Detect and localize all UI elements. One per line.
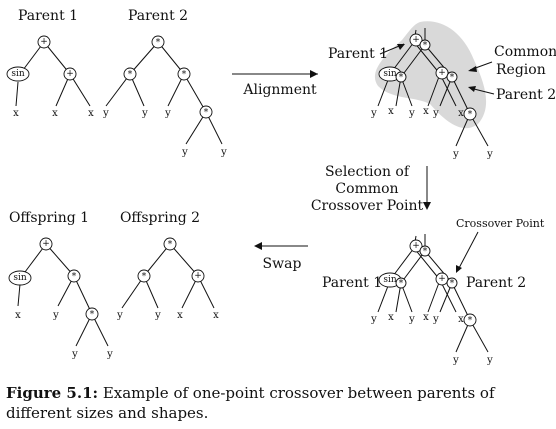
svg-text:y: y: [106, 349, 113, 360]
parent1-tree: + sin + x x x: [6, 35, 94, 119]
svg-text:y: y: [408, 314, 415, 325]
svg-text:sin: sin: [383, 275, 396, 285]
selection-label-2: Common: [335, 181, 398, 197]
svg-text:y: y: [486, 355, 493, 366]
common-region-label-2: Region: [496, 62, 546, 78]
svg-text:sin: sin: [383, 69, 396, 79]
svg-text:y: y: [452, 149, 459, 160]
svg-text:*: *: [450, 73, 455, 83]
svg-text:y: y: [116, 310, 123, 321]
svg-text:*: *: [423, 247, 428, 257]
sin-node: [6, 66, 30, 82]
common-region-shade: [374, 21, 487, 129]
svg-text:*: *: [468, 110, 473, 120]
offspring1-tree: + sin * * x y y y: [8, 237, 113, 360]
aligned-parent2-label: Parent 2: [496, 87, 556, 103]
svg-text:y: y: [370, 314, 377, 325]
svg-text:y: y: [102, 108, 109, 119]
svg-text:y: y: [71, 349, 78, 360]
svg-text:x: x: [458, 108, 464, 119]
svg-text:*: *: [90, 310, 95, 320]
svg-text:*: *: [399, 279, 404, 289]
svg-text:y: y: [432, 108, 439, 119]
svg-text:*: *: [450, 279, 455, 289]
alignment-label: Alignment: [242, 82, 317, 98]
crossover-diagram: Parent 1 + sin + x x x Parent 2: [6, 8, 556, 366]
plus-node: [37, 35, 51, 49]
svg-text:x: x: [213, 310, 219, 321]
crossover-parents: + * sin * + * * y x y x y x y y: [370, 234, 493, 366]
common-region-label-1: Common: [494, 44, 556, 60]
svg-text:*: *: [399, 73, 404, 83]
offspring1-title: Offspring 1: [9, 210, 89, 226]
plus-label: +: [66, 69, 74, 79]
plus-label: +: [40, 37, 48, 47]
svg-text:*: *: [72, 272, 77, 282]
leaf-x: x: [88, 108, 94, 119]
svg-text:*: *: [128, 70, 133, 80]
svg-text:y: y: [452, 355, 459, 366]
aligned-parents: + * sin * + * * y x y x y x y y: [370, 28, 493, 160]
svg-text:x: x: [423, 312, 429, 323]
svg-text:*: *: [142, 272, 147, 282]
svg-text:*: *: [468, 316, 473, 326]
svg-text:*: *: [156, 38, 161, 48]
crossover-parent2-label: Parent 2: [466, 275, 526, 291]
svg-text:*: *: [204, 108, 209, 118]
plus-node: [63, 67, 77, 81]
svg-text:y: y: [220, 147, 227, 158]
parent1-title: Parent 1: [18, 8, 78, 24]
svg-text:x: x: [15, 310, 21, 321]
svg-text:*: *: [168, 240, 173, 250]
svg-text:+: +: [412, 35, 420, 45]
swap-label: Swap: [263, 256, 302, 272]
selection-label-1: Selection of: [325, 164, 411, 180]
svg-text:y: y: [486, 149, 493, 160]
svg-text:+: +: [412, 241, 420, 251]
leaf-x: x: [52, 108, 58, 119]
svg-text:x: x: [458, 314, 464, 325]
svg-text:y: y: [141, 108, 148, 119]
svg-text:*: *: [182, 70, 187, 80]
caption-text: Example of one-point crossover between p…: [6, 384, 495, 422]
figure-caption: Figure 5.1: Example of one-point crossov…: [6, 383, 552, 423]
selection-label-3: Crossover Point: [311, 198, 424, 214]
svg-text:x: x: [177, 310, 183, 321]
parent2-title: Parent 2: [128, 8, 188, 24]
crossover-point-label: Crossover Point: [456, 217, 545, 230]
leaf-x: x: [13, 108, 19, 119]
svg-text:+: +: [194, 271, 202, 281]
offspring2-tree: * * + y y x x: [116, 237, 219, 321]
parent2-tree: * * * * y y y y y: [102, 35, 227, 158]
aligned-parent1-label: Parent 1: [328, 46, 388, 62]
svg-text:+: +: [438, 68, 446, 78]
sin-label: sin: [11, 69, 24, 79]
svg-text:y: y: [370, 108, 377, 119]
svg-text:y: y: [181, 147, 188, 158]
svg-text:*: *: [423, 41, 428, 51]
svg-text:y: y: [52, 310, 59, 321]
svg-text:y: y: [408, 108, 415, 119]
svg-text:x: x: [388, 312, 394, 323]
svg-text:+: +: [42, 239, 50, 249]
svg-text:y: y: [432, 314, 439, 325]
caption-label: Figure 5.1:: [6, 384, 99, 402]
offspring2-title: Offspring 2: [120, 210, 200, 226]
svg-text:y: y: [154, 310, 161, 321]
crossover-parent1-label: Parent 1: [322, 275, 382, 291]
svg-text:x: x: [388, 106, 394, 117]
svg-text:sin: sin: [13, 273, 26, 283]
svg-text:+: +: [438, 274, 446, 284]
svg-text:x: x: [423, 106, 429, 117]
svg-text:y: y: [164, 108, 171, 119]
